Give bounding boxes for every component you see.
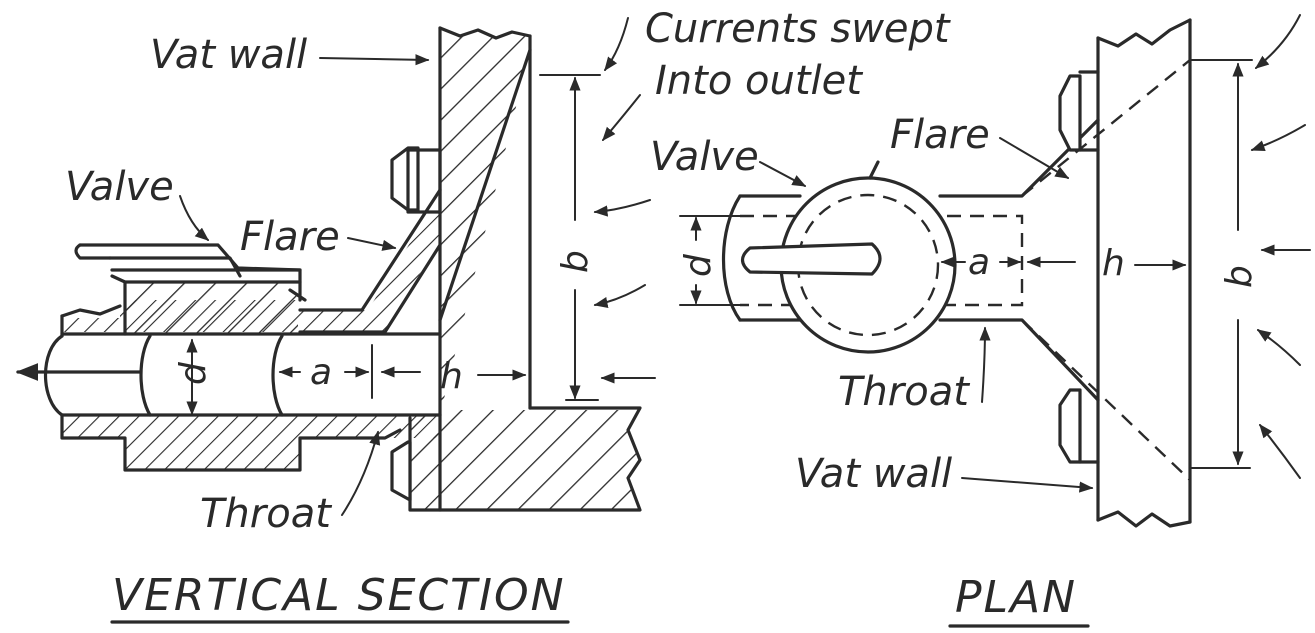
leader-vat-wall xyxy=(319,54,430,66)
plan-leader-flare xyxy=(999,137,1070,179)
plan-label-valve: Valve xyxy=(650,134,759,180)
plan-leader-throat xyxy=(979,326,991,403)
leader-throat xyxy=(341,430,381,516)
plan-vat-wall xyxy=(1096,18,1192,528)
plan-dim-d-label: d xyxy=(678,253,719,277)
plan-label-flare: Flare xyxy=(890,112,990,158)
plan-dim-a-h: a h xyxy=(940,242,1187,284)
label-throat: Throat xyxy=(200,491,332,537)
vertical-section-title: VERTICAL SECTION xyxy=(112,570,566,621)
plan-bolt-upper xyxy=(1058,70,1100,152)
plan-label-throat: Throat xyxy=(838,369,970,415)
label-flare: Flare xyxy=(240,214,340,260)
plan-dim-d: d xyxy=(678,215,741,306)
plan-dim-h-label: h xyxy=(1102,243,1125,284)
plan-leader-vat-wall xyxy=(961,477,1094,493)
plan-dim-b-label: b xyxy=(1219,265,1260,288)
plan-leader-valve xyxy=(759,161,807,187)
label-currents-line2: Into outlet xyxy=(655,58,863,104)
dim-d-vertical: d xyxy=(173,338,214,416)
bolt-head-lower xyxy=(390,440,412,502)
flare-section xyxy=(298,188,442,334)
plan-bolt-lower xyxy=(1058,388,1100,464)
pipe-lower-wall xyxy=(60,413,442,472)
current-arrows xyxy=(593,17,656,384)
valve-body xyxy=(74,243,307,336)
leader-valve xyxy=(179,195,210,241)
plan-dim-a-label: a xyxy=(968,242,990,283)
pipe-bore xyxy=(44,334,284,417)
label-vat-wall: Vat wall xyxy=(150,32,307,78)
dim-h-label: h xyxy=(440,356,463,397)
vat-floor xyxy=(408,406,642,512)
dim-a: a xyxy=(278,344,373,399)
dim-a-label: a xyxy=(310,352,332,393)
vertical-section: d a h b xyxy=(15,6,951,624)
plan-current-arrows xyxy=(1250,14,1311,479)
label-valve: Valve xyxy=(65,164,174,210)
leader-flare xyxy=(347,237,397,251)
plan-label-vat-wall: Vat wall xyxy=(795,451,952,497)
dim-b-label: b xyxy=(555,250,596,273)
label-currents-line1: Currents swept xyxy=(645,6,951,52)
dim-d-label: d xyxy=(173,361,214,385)
dim-h: h xyxy=(380,356,527,397)
plan-valve xyxy=(740,160,957,354)
dim-b: b xyxy=(539,74,601,401)
plan-title: PLAN xyxy=(955,572,1077,623)
vat-wall-upper xyxy=(438,26,532,417)
plan-view: d a h b Flare Valv xyxy=(650,14,1311,628)
plan-dim-b: b xyxy=(1189,59,1260,469)
